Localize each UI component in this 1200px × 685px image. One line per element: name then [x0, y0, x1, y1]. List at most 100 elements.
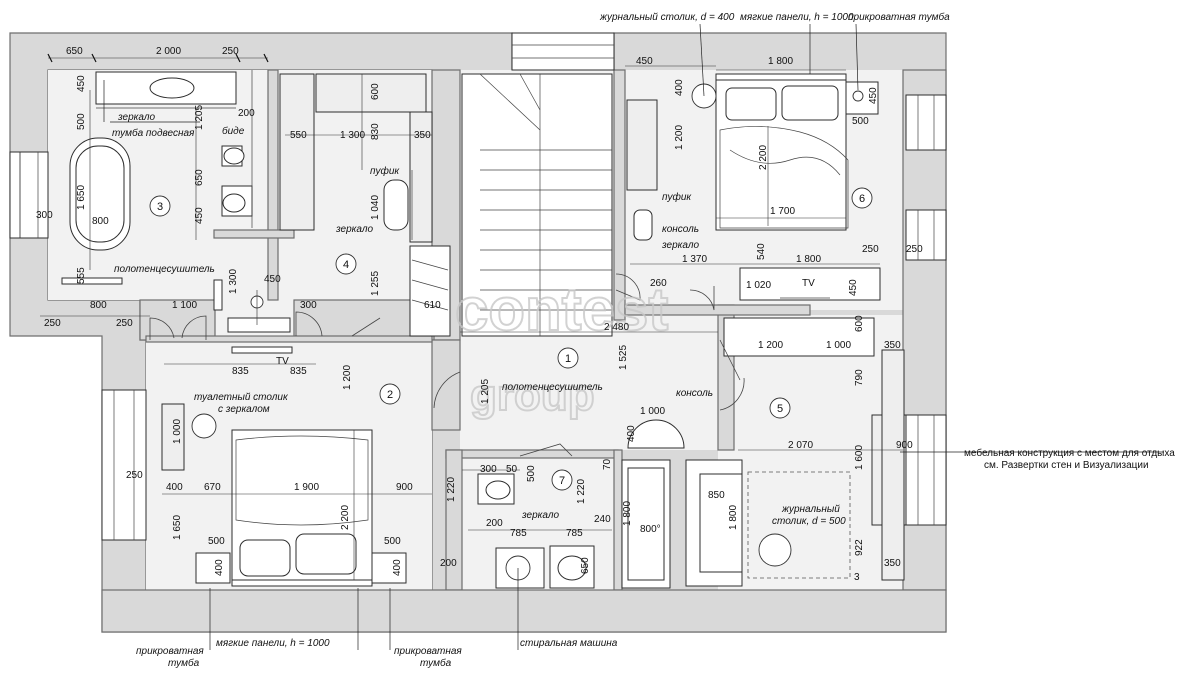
dim-250e: 250: [906, 244, 923, 255]
label-dressing-table-2: с зеркалом: [218, 404, 270, 415]
dim-1800d: 1 800: [622, 501, 633, 526]
dim-450d: 450: [636, 56, 653, 67]
dim-1200a: 1 200: [674, 125, 685, 150]
label-tv-2: TV: [276, 356, 289, 367]
room-3-number: 3: [157, 201, 163, 213]
dim-500a: 500: [76, 113, 87, 130]
label-coffee-table-5b: столик, d = 500: [772, 516, 846, 527]
dim-600b: 600: [854, 315, 865, 332]
room-1-marker: [557, 347, 579, 369]
room-6-number: 6: [859, 193, 865, 205]
room-4-furniture: [279, 73, 451, 337]
dim-200a: 200: [238, 108, 255, 119]
dim-250d: 250: [862, 244, 879, 255]
dim-1300: 1 300: [340, 130, 365, 141]
dim-1220b: 1 220: [576, 479, 587, 504]
dim-450f: 450: [848, 279, 859, 296]
label-tv-6: TV: [802, 278, 815, 289]
room-2-furniture: [161, 346, 407, 587]
dim-1650b: 1 650: [172, 515, 183, 540]
label-nightstand-top: прикроватная тумба: [848, 11, 950, 23]
label-soft-panels-top: мягкие панели, h = 1000: [740, 12, 854, 23]
label-nightstand-bl2: тумба: [168, 657, 200, 669]
dim-400e: 400: [392, 559, 403, 576]
dim-1900: 1 900: [294, 482, 319, 493]
room-6-marker: [851, 187, 873, 209]
dim-300c: 300: [480, 464, 497, 475]
room-5-marker: [769, 397, 791, 419]
dim-850: 850: [708, 490, 725, 501]
dim-670: 670: [204, 482, 221, 493]
dim-1000b: 1 000: [826, 340, 851, 351]
dim-2200b: 2 200: [340, 505, 351, 530]
dim-1200c: 1 200: [342, 365, 353, 390]
label-console-6: консоль: [662, 224, 699, 235]
dim-240: 240: [594, 514, 611, 525]
room-1-number: 1: [565, 353, 571, 365]
dim-2000: 2 000: [156, 46, 181, 57]
dim-1200b: 1 200: [758, 340, 783, 351]
dimension-labels: 650 2 000 250 450 500 1 205 200 1 650 80…: [36, 46, 923, 583]
label-mirror-7: зеркало: [521, 510, 559, 521]
dim-610: 610: [424, 300, 441, 311]
label-hanging-cabinet: тумба подвесная: [112, 127, 195, 139]
dim-800: 800: [92, 216, 109, 227]
dim-2200a: 2 200: [758, 145, 769, 170]
dim-250f: 250: [126, 470, 143, 481]
dim-1370: 1 370: [682, 254, 707, 265]
dim-900a: 900: [896, 440, 913, 451]
dim-1700: 1 700: [770, 206, 795, 217]
room-5-number: 5: [777, 403, 783, 415]
dim-260: 260: [650, 278, 667, 289]
dim-450b: 450: [194, 207, 205, 224]
dim-350c: 350: [884, 558, 901, 569]
room-3-furniture: [61, 70, 253, 285]
dim-500d: 500: [384, 536, 401, 547]
dim-790: 790: [854, 369, 865, 386]
dim-500e: 500: [526, 465, 537, 482]
windows: [9, 32, 947, 541]
stairs: [461, 73, 613, 337]
dim-1525: 1 525: [618, 345, 629, 370]
label-mirror-4: зеркало: [335, 224, 373, 235]
dim-1220: 1 220: [446, 477, 457, 502]
label-nightstand-bl: прикроватная: [136, 646, 204, 657]
dim-1300b: 1 300: [228, 269, 239, 294]
dim-1255: 1 255: [370, 271, 381, 296]
label-washing-machine: стиральная машина: [520, 638, 618, 649]
label-bidet: биде: [222, 125, 245, 137]
label-furniture-note-2: см. Развертки стен и Визуализации: [984, 460, 1149, 471]
dim-500b: 500: [852, 116, 869, 127]
dim-1800b: 1 800: [796, 254, 821, 265]
dim-3: 3: [854, 572, 860, 583]
callout-labels: журнальный столик, d = 400 мягкие панели…: [112, 11, 1175, 669]
label-towel-dryer-3: полотенцесушитель: [114, 264, 215, 275]
label-furniture-note: мебельная конструкция с местом для отдых…: [964, 447, 1175, 459]
dim-835b: 835: [290, 366, 307, 377]
room-2-number: 2: [387, 389, 393, 401]
dim-400c: 400: [166, 482, 183, 493]
dim-400a: 400: [674, 79, 685, 96]
dim-830: 830: [370, 123, 381, 140]
label-nightstand-br: прикроватная: [394, 646, 462, 657]
room-2-marker: [379, 383, 401, 405]
dim-1040: 1 040: [370, 195, 381, 220]
dim-250c: 250: [116, 318, 133, 329]
dim-550: 550: [290, 130, 307, 141]
label-coffee-table-5: журнальный: [781, 504, 840, 515]
dim-250a: 250: [222, 46, 239, 57]
dim-2070: 2 070: [788, 440, 813, 451]
dim-450c: 450: [264, 274, 281, 285]
dim-200c: 200: [486, 518, 503, 529]
label-ottoman-6: пуфик: [662, 191, 692, 203]
watermark-line2: group: [470, 371, 595, 420]
dim-200b: 200: [440, 558, 457, 569]
dim-50: 50: [506, 464, 518, 475]
dim-400d: 400: [214, 559, 225, 576]
room-5-furniture: [685, 317, 907, 587]
label-coffee-table-top: журнальный столик, d = 400: [599, 12, 735, 23]
dim-650: 650: [66, 46, 83, 57]
dim-450e: 450: [868, 87, 879, 104]
label-ottoman-4: пуфик: [370, 165, 400, 177]
